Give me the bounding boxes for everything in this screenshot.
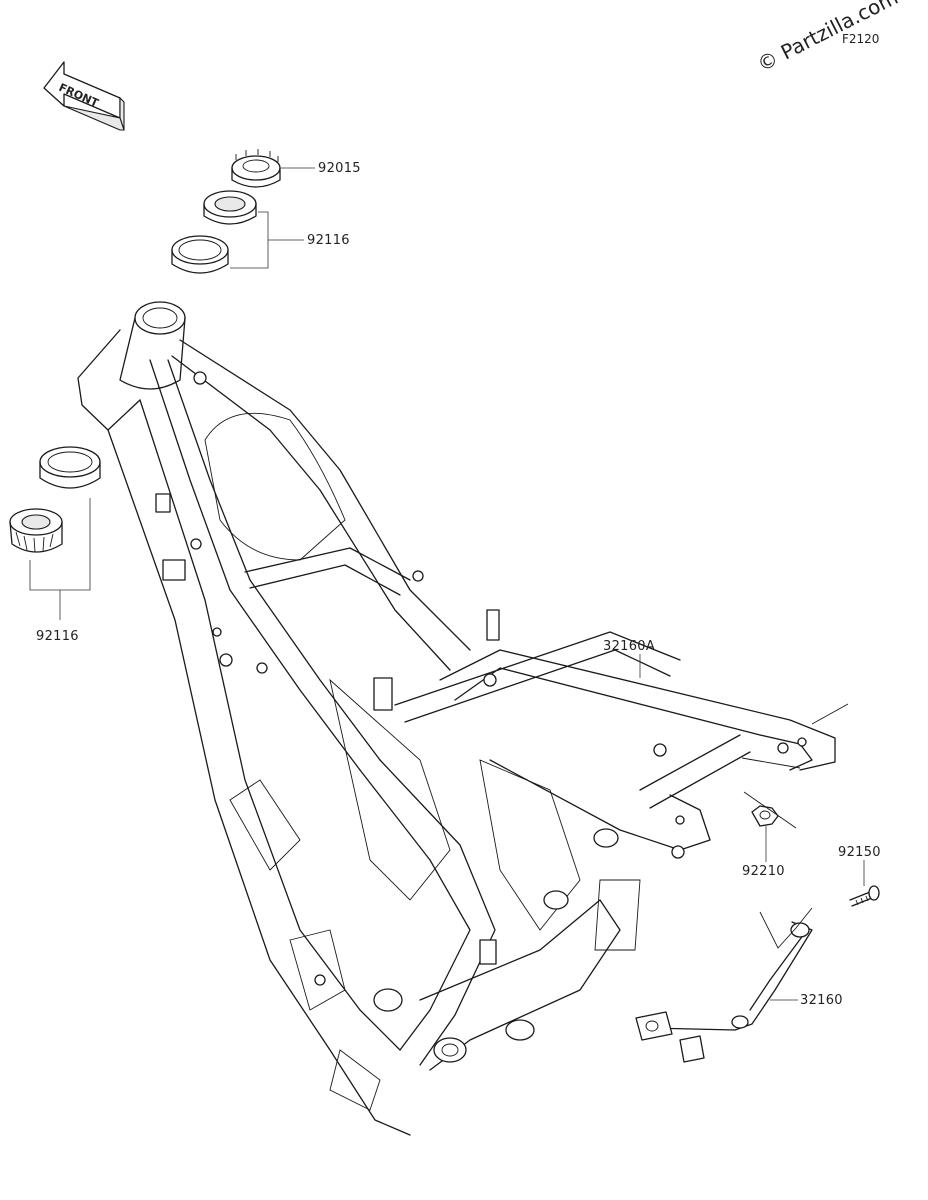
part-label-92150: 92150 [838, 845, 881, 860]
part-label-92116-upper: 92116 [307, 233, 350, 248]
part-label-32160: 32160 [800, 993, 843, 1008]
front-arrow-icon: FRONT [43, 61, 125, 131]
sub-frame-icon [439, 649, 849, 859]
upper-race-icon [171, 235, 229, 274]
lower-bearing-icon [9, 508, 63, 553]
nut-icon [751, 805, 779, 827]
stem-nut-icon [231, 149, 281, 188]
diagram-code: F2120 [842, 32, 879, 46]
upper-bearing-icon [203, 190, 257, 225]
bolt-icon [849, 885, 880, 907]
part-label-92015: 92015 [318, 161, 361, 176]
part-label-92210: 92210 [742, 864, 785, 879]
bracket-icon [635, 907, 813, 1063]
part-label-32160A: 32160A [603, 639, 655, 654]
lower-race-icon [39, 446, 101, 489]
watermark: © Partzilla.com [753, 0, 901, 76]
main-frame-icon [77, 301, 681, 1136]
part-label-92116-lower: 92116 [36, 629, 79, 644]
